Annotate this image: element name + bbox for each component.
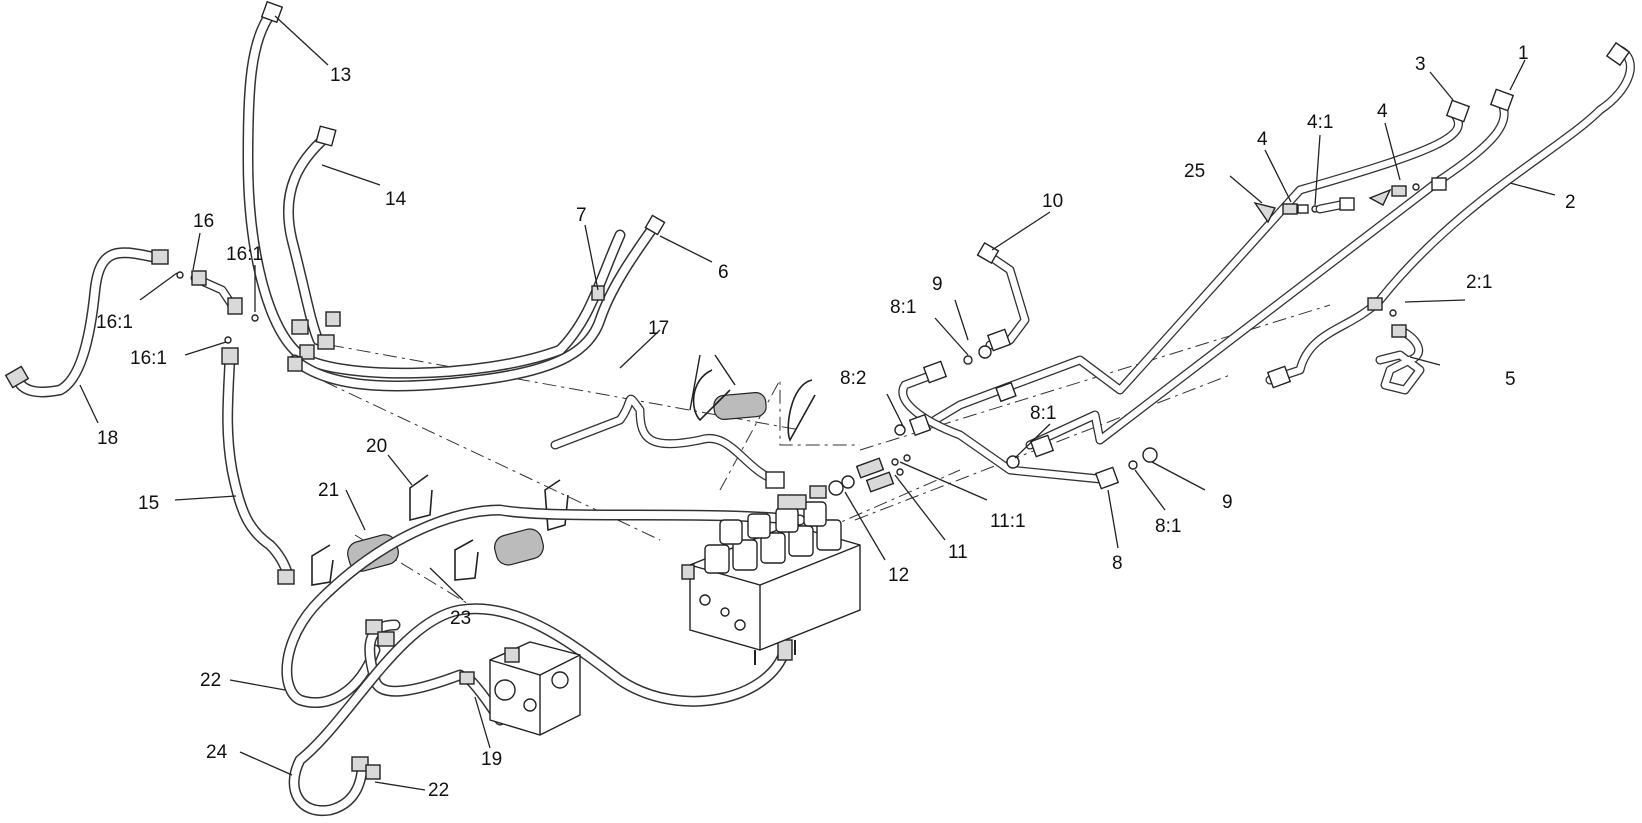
callout-11: 11 (948, 542, 968, 563)
callout-13: 13 (330, 65, 351, 86)
callout-16-1-b: 16:1 (96, 312, 133, 333)
callout-22-upper: 22 (200, 670, 221, 691)
callout-8-2: 8:2 (840, 368, 866, 389)
callout-8-1-bottom: 8:1 (1155, 516, 1181, 537)
callout-12: 12 (888, 565, 909, 586)
small-valve-block (489, 641, 581, 736)
callout-16: 16 (193, 211, 214, 232)
callout-4-right: 4 (1377, 101, 1388, 122)
callout-11-1: 11:1 (990, 511, 1026, 532)
callout-1: 1 (1518, 43, 1529, 64)
callout-4-left: 4 (1257, 129, 1268, 150)
fitting-16 (176, 270, 259, 344)
hose-23 (281, 504, 806, 709)
callout-4-1: 4:1 (1307, 112, 1333, 133)
callout-16-1-a: 16:1 (226, 244, 263, 265)
callout-21: 21 (318, 480, 339, 501)
callout-labels: 1 2 2:1 3 4 4 4:1 5 6 7 8 8:1 8:1 8:1 8:… (96, 43, 1576, 801)
callout-2-1: 2:1 (1466, 272, 1492, 293)
callout-5: 5 (1505, 369, 1516, 390)
leader-lines (79, 15, 1556, 791)
callout-14: 14 (385, 189, 407, 210)
callout-24: 24 (206, 742, 228, 763)
tube-10 (976, 241, 1030, 352)
tube-3 (930, 99, 1471, 425)
callout-16-1-c: 16:1 (130, 348, 167, 369)
wingnut-25-and-fittings-4 (1253, 177, 1447, 224)
callout-20: 20 (366, 436, 387, 457)
callout-19: 19 (481, 749, 502, 770)
fittings-cluster-left (287, 311, 341, 372)
hose-15 (221, 347, 295, 585)
main-valve-manifold (681, 485, 861, 665)
callout-9-bottom: 9 (1222, 492, 1233, 513)
callout-10: 10 (1042, 191, 1063, 212)
hose-14 (283, 125, 337, 346)
callout-9-top: 9 (932, 274, 943, 295)
callout-7: 7 (576, 205, 587, 226)
callout-23: 23 (450, 608, 471, 629)
callout-22-lower: 22 (428, 780, 449, 801)
callout-6: 6 (718, 262, 729, 283)
callout-15: 15 (138, 493, 159, 514)
callout-17: 17 (648, 318, 669, 339)
callout-2: 2 (1565, 192, 1576, 213)
clip-and-spring-top (689, 354, 816, 442)
tube-5 (1367, 297, 1425, 395)
fittings-11-12 (828, 454, 911, 496)
hose-24 (288, 603, 793, 817)
callout-18: 18 (97, 428, 118, 449)
tube-1 (995, 88, 1515, 458)
hose-13 (242, 0, 626, 379)
callout-3: 3 (1415, 54, 1426, 75)
solenoid-coils (704, 485, 842, 574)
tube-17 (550, 394, 785, 489)
callout-25: 25 (1184, 161, 1205, 182)
tube-8 (898, 360, 1120, 490)
orings-right (894, 345, 1158, 470)
tube-2 (1265, 41, 1635, 389)
hose-18 (4, 247, 169, 398)
callout-8-1-middle: 8:1 (1030, 403, 1056, 424)
callout-8: 8 (1112, 553, 1123, 574)
callout-8-1-top: 8:1 (890, 297, 916, 318)
hose-6 (289, 214, 666, 392)
